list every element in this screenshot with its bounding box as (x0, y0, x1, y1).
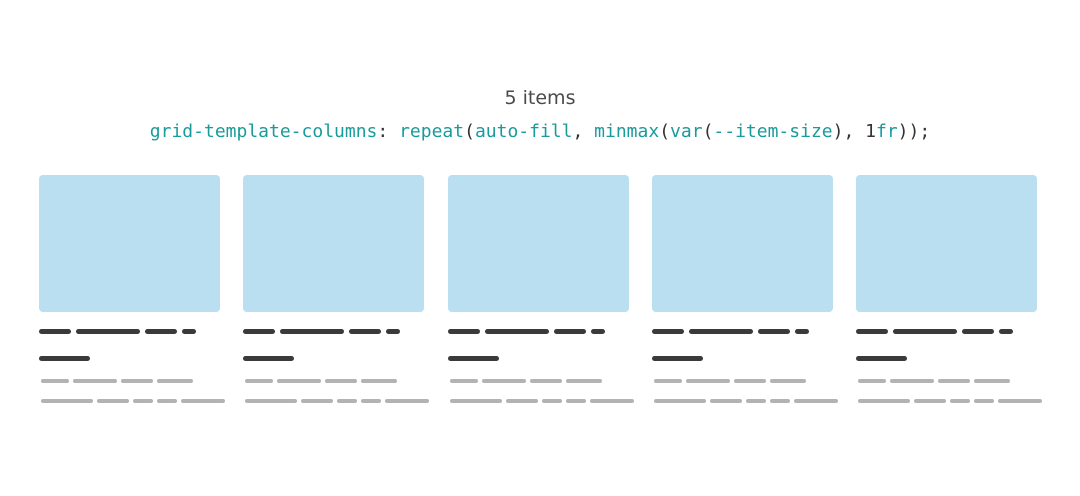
code-token: , (572, 121, 595, 142)
card-meta-placeholder-line (245, 379, 274, 383)
code-token: repeat (399, 121, 465, 142)
card-meta-placeholder-line (998, 399, 1043, 403)
card-meta-placeholder-line (541, 399, 562, 403)
card-meta-placeholder-line (157, 379, 193, 383)
card-meta-placeholder-line (325, 379, 358, 383)
card-title-placeholder-line (757, 329, 790, 334)
grid-item-card (39, 175, 229, 415)
card-meta-placeholder-line (449, 379, 478, 383)
card-title-placeholder-line (39, 329, 71, 334)
card-title-placeholder-line (794, 329, 809, 334)
card-meta-placeholder-line (133, 399, 153, 403)
card-title-placeholder-line (651, 329, 684, 334)
card-title-placeholder-line (76, 329, 140, 334)
item-count-label: 5 items (504, 87, 576, 109)
code-token: 1 (865, 121, 876, 142)
card-title-placeholder-line (962, 329, 995, 334)
card-meta-placeholder-line (337, 399, 358, 403)
card-meta-placeholder-line (709, 399, 742, 403)
card-image-placeholder (651, 175, 833, 312)
card-title-placeholder-line (447, 329, 480, 334)
code-token: auto-fill (474, 121, 573, 142)
card-meta-placeholder-line (361, 379, 398, 383)
card-meta-placeholder-line (858, 379, 887, 383)
code-token: var (670, 121, 703, 142)
card-title-placeholder-line (145, 329, 177, 334)
card-meta-placeholder-line (914, 399, 947, 403)
code-token: ( (464, 121, 475, 142)
grid-item-card (447, 175, 638, 415)
card-image-placeholder (856, 175, 1038, 312)
card-meta-placeholder-line (41, 379, 69, 383)
card-title-placeholder-line (688, 329, 753, 334)
card-meta-placeholder-line (449, 399, 502, 403)
card-meta-placeholder-line (890, 379, 935, 383)
card-title-placeholder-line (349, 329, 382, 334)
card-meta-placeholder-line (950, 399, 971, 403)
card-meta-placeholder-line (589, 399, 634, 403)
card-title-placeholder-line (999, 329, 1014, 334)
code-token: : (377, 121, 400, 142)
card-meta-placeholder-line (181, 399, 225, 403)
code-token: minmax (594, 121, 660, 142)
card-image-placeholder (243, 175, 425, 312)
card-meta-placeholder-line (974, 399, 995, 403)
card-meta-placeholder-line (793, 399, 838, 403)
card-meta-placeholder-line (974, 379, 1011, 383)
card-meta-placeholder-line (769, 399, 790, 403)
grid-item-card (856, 175, 1046, 415)
code-token: )); (897, 121, 931, 142)
card-grid (39, 175, 1049, 415)
card-title-placeholder-line (39, 356, 90, 361)
card-meta-placeholder-line (685, 379, 730, 383)
card-meta-placeholder-line (157, 399, 177, 403)
card-title-placeholder-line (590, 329, 605, 334)
grid-item-card (651, 175, 842, 415)
card-meta-placeholder-line (97, 399, 129, 403)
card-meta-placeholder-line (121, 379, 153, 383)
card-meta-placeholder-line (41, 399, 93, 403)
card-meta-placeholder-line (277, 379, 322, 383)
card-meta-placeholder-line (733, 379, 766, 383)
card-title-placeholder-line (893, 329, 958, 334)
code-token: ( (702, 121, 714, 142)
card-image-placeholder (39, 175, 220, 312)
code-token: grid-template-columns (149, 121, 378, 142)
card-meta-placeholder-line (301, 399, 334, 403)
card-meta-placeholder-line (653, 399, 706, 403)
card-title-placeholder-line (856, 329, 889, 334)
card-meta-placeholder-line (858, 399, 911, 403)
card-meta-placeholder-line (565, 379, 602, 383)
card-title-placeholder-line (651, 356, 703, 361)
css-code-line: grid-template-columns: repeat(auto-fill,… (0, 120, 1080, 144)
card-title-placeholder-line (243, 329, 276, 334)
code-token: ), (832, 121, 866, 142)
card-title-placeholder-line (553, 329, 586, 334)
card-title-placeholder-line (280, 329, 345, 334)
card-meta-placeholder-line (653, 379, 682, 383)
card-meta-placeholder-line (481, 379, 526, 383)
card-meta-placeholder-line (73, 379, 117, 383)
card-meta-placeholder-line (245, 399, 298, 403)
card-title-placeholder-line (386, 329, 401, 334)
code-token: fr (875, 121, 898, 142)
card-meta-placeholder-line (505, 399, 538, 403)
card-meta-placeholder-line (385, 399, 430, 403)
card-title-placeholder-line (856, 356, 908, 361)
card-meta-placeholder-line (565, 399, 586, 403)
card-title-placeholder-line (182, 329, 196, 334)
code-token: ( (659, 121, 671, 142)
card-title-placeholder-line (447, 356, 499, 361)
card-title-placeholder-line (243, 356, 295, 361)
grid-item-card (243, 175, 433, 415)
card-title-placeholder-line (484, 329, 549, 334)
card-meta-placeholder-line (529, 379, 562, 383)
code-token: --item-size (713, 121, 833, 142)
card-meta-placeholder-line (769, 379, 806, 383)
card-meta-placeholder-line (361, 399, 382, 403)
card-image-placeholder (447, 175, 629, 312)
card-meta-placeholder-line (938, 379, 971, 383)
card-meta-placeholder-line (745, 399, 766, 403)
